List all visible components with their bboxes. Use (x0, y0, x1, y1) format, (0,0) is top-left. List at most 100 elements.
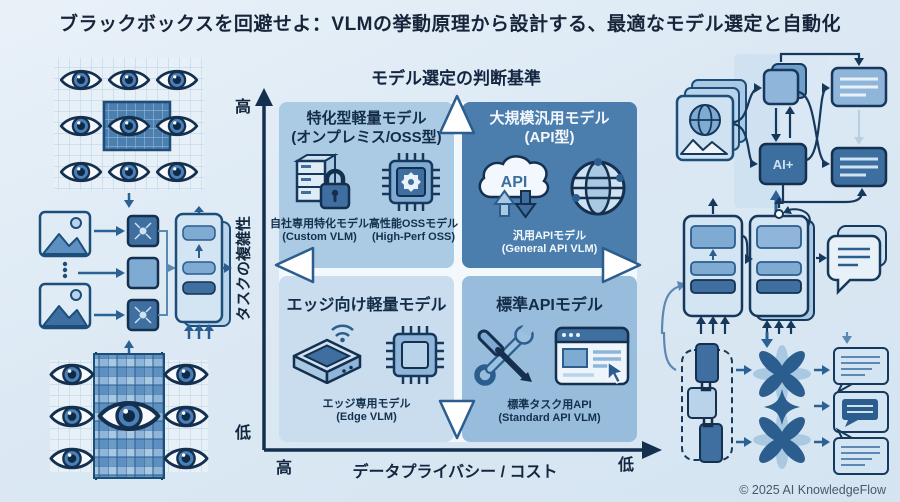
eye-attention-grid-illustration (54, 58, 204, 208)
connector-lines (158, 230, 171, 316)
model-stack-icon (174, 212, 231, 327)
eye-icon (163, 447, 209, 470)
model-stack-icon (682, 198, 744, 334)
pixel-grid-eyes-illustration (49, 340, 209, 480)
model-sublabel: (Standard API VLM) (498, 412, 601, 424)
eye-icon (155, 161, 199, 183)
output-box-dark (830, 146, 888, 188)
quadrant-title: 標準APIモデル (496, 297, 603, 314)
model-sublabel: (High-Perf OSS) (371, 230, 456, 243)
matrix-title: モデル選定の判断基準 (371, 69, 541, 88)
quadrant-title: エッジ向け軽量モデル (286, 297, 447, 314)
quadrant-subtitle-line: (オンプレミス/OSS型) (291, 128, 442, 146)
y-axis-high-label: 高 (235, 99, 252, 116)
tools-icon (473, 324, 534, 386)
cross-arrow-up-icon (438, 94, 476, 135)
x-axis-low-label: 低 (618, 457, 635, 474)
eye-icon (155, 115, 199, 137)
main-title: ブラックボックスを回避せよ：VLMの挙動原理から設計する、最適なモデル選定と自動… (58, 14, 842, 35)
wifi-icon (330, 324, 354, 337)
eye-icon (59, 115, 103, 137)
cross-arrow-down-icon (438, 399, 476, 440)
encoder-block-icon (126, 256, 160, 290)
x-axis-label: データプライバシー / コスト (352, 464, 558, 481)
flow-arrowheads (750, 58, 867, 196)
cursor-icon (606, 360, 625, 385)
quadrant-title: 大規模汎用モデル (API型) (489, 110, 609, 148)
quadrant-specialized-lightweight: 特化型軽量モデル (オンプレミス/OSS型) (270, 102, 458, 268)
eye-icon (163, 405, 209, 428)
eye-icon (155, 69, 199, 91)
browser-window-icon (554, 326, 629, 386)
ai-box-text: AI+ (773, 157, 794, 172)
image-input-icon (38, 282, 92, 330)
matrix-axes (255, 88, 662, 459)
quadrant-edge-lightweight: エッジ向け軽量モデル (279, 276, 454, 442)
model-label: 高性能OSSモデル (368, 217, 459, 230)
eye-icon (59, 69, 103, 91)
quadrant-large-general-api: 大規模汎用モデル (API型) API (462, 102, 637, 268)
quadrant-title-line: 特化型軽量モデル (306, 110, 427, 127)
upload-arrow-icon (492, 188, 516, 217)
y-axis-label: タスクの複雑性 (235, 216, 253, 322)
model-sublabel: (Custom VLM) (282, 230, 357, 243)
quadrant-title-line: 大規模汎用モデル (489, 110, 610, 127)
globe-icon (570, 157, 625, 215)
model-label: エッジ専用モデル (322, 398, 411, 410)
server-lock-icon (292, 152, 350, 209)
output-box-light (830, 66, 888, 108)
model-label: 汎用APIモデル (512, 229, 587, 242)
model-sublabel: (General API VLM) (501, 242, 598, 255)
eye-icon (49, 447, 95, 470)
model-sublabel: (Edge VLM) (336, 411, 397, 423)
chat-bubbles-icon (826, 225, 887, 296)
eye-icon (107, 69, 151, 91)
flow-arrows (184, 206, 232, 339)
ellipsis-dots (62, 261, 68, 279)
model-blocks-chat-illustration (660, 197, 887, 335)
quadrant-standard-api: 標準APIモデル (462, 276, 637, 442)
y-axis-low-label: 低 (235, 425, 252, 442)
cross-arrow-right-icon (601, 246, 642, 284)
eye-icon (49, 405, 95, 428)
api-cloud-icon: API (478, 154, 549, 219)
eye-icon (97, 401, 161, 431)
quadrant-title: 特化型軽量モデル (オンプレミス/OSS型) (291, 110, 441, 148)
up-arrow-icon (124, 340, 134, 354)
eye-icon (49, 363, 95, 386)
image-dataset-icon (675, 79, 747, 162)
x-axis-high-label: 高 (276, 460, 293, 477)
quadrant-subtitle-line: (API型) (524, 128, 575, 146)
edge-device-icon (292, 324, 361, 384)
model-label: 標準タスク用API (507, 399, 592, 411)
cross-arrow-left-icon (274, 246, 315, 284)
token-node-icon (762, 63, 807, 106)
quadrant-grid: 特化型軽量モデル (オンプレミス/OSS型) (270, 102, 637, 442)
flow-arrows (78, 226, 125, 320)
gear-glyph (400, 171, 421, 192)
eye-icon (59, 161, 103, 183)
eye-icon (107, 161, 151, 183)
down-arrow-icon (124, 193, 134, 208)
speech-output-icon (833, 347, 889, 395)
encoder-block-icon (126, 214, 160, 248)
chain-attention-outputs-illustration (662, 332, 889, 475)
copyright-text: © 2025 AI KnowledgeFlow (739, 483, 886, 497)
speech-output-icon (833, 391, 889, 433)
encoder-block-icon (126, 298, 160, 332)
model-stack-icon (748, 197, 815, 334)
eye-icon (163, 363, 209, 386)
eye-icon (107, 115, 151, 137)
down-arrow-icon (761, 332, 852, 348)
chain-link-icon (681, 343, 733, 463)
chip-icon (385, 326, 444, 384)
ai-model-icon: AI+ (758, 142, 808, 186)
vision-encoder-pipeline-illustration (38, 206, 232, 339)
api-flow-illustration: AI+ (675, 52, 888, 220)
download-arrow-icon (513, 189, 537, 219)
attention-pattern-icon (753, 345, 811, 469)
speech-output-icon (833, 427, 889, 475)
chip-gear-icon (381, 152, 440, 211)
image-input-icon (38, 210, 92, 258)
